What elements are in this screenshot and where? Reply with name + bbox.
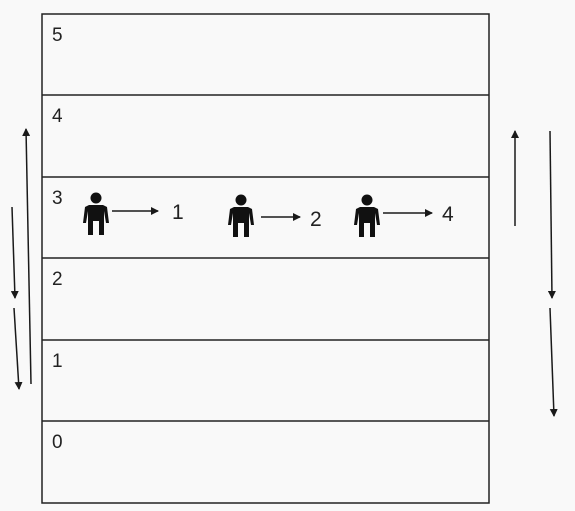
- destination-label-1: 1: [172, 201, 184, 224]
- destination-label-2: 2: [310, 208, 322, 231]
- floor-label-0: 0: [52, 432, 63, 453]
- down-arrow: [13, 307, 23, 390]
- down-arrow: [547, 130, 556, 299]
- floor-label-2: 2: [52, 269, 63, 290]
- floor-label-5: 5: [52, 25, 63, 46]
- floor-label-4: 4: [52, 106, 63, 127]
- up-arrow: [22, 128, 32, 385]
- down-arrow: [549, 307, 558, 417]
- destination-label-4: 4: [442, 203, 454, 226]
- floor-label-1: 1: [52, 351, 63, 372]
- down-arrow: [10, 206, 19, 299]
- floor-label-3: 3: [52, 188, 63, 209]
